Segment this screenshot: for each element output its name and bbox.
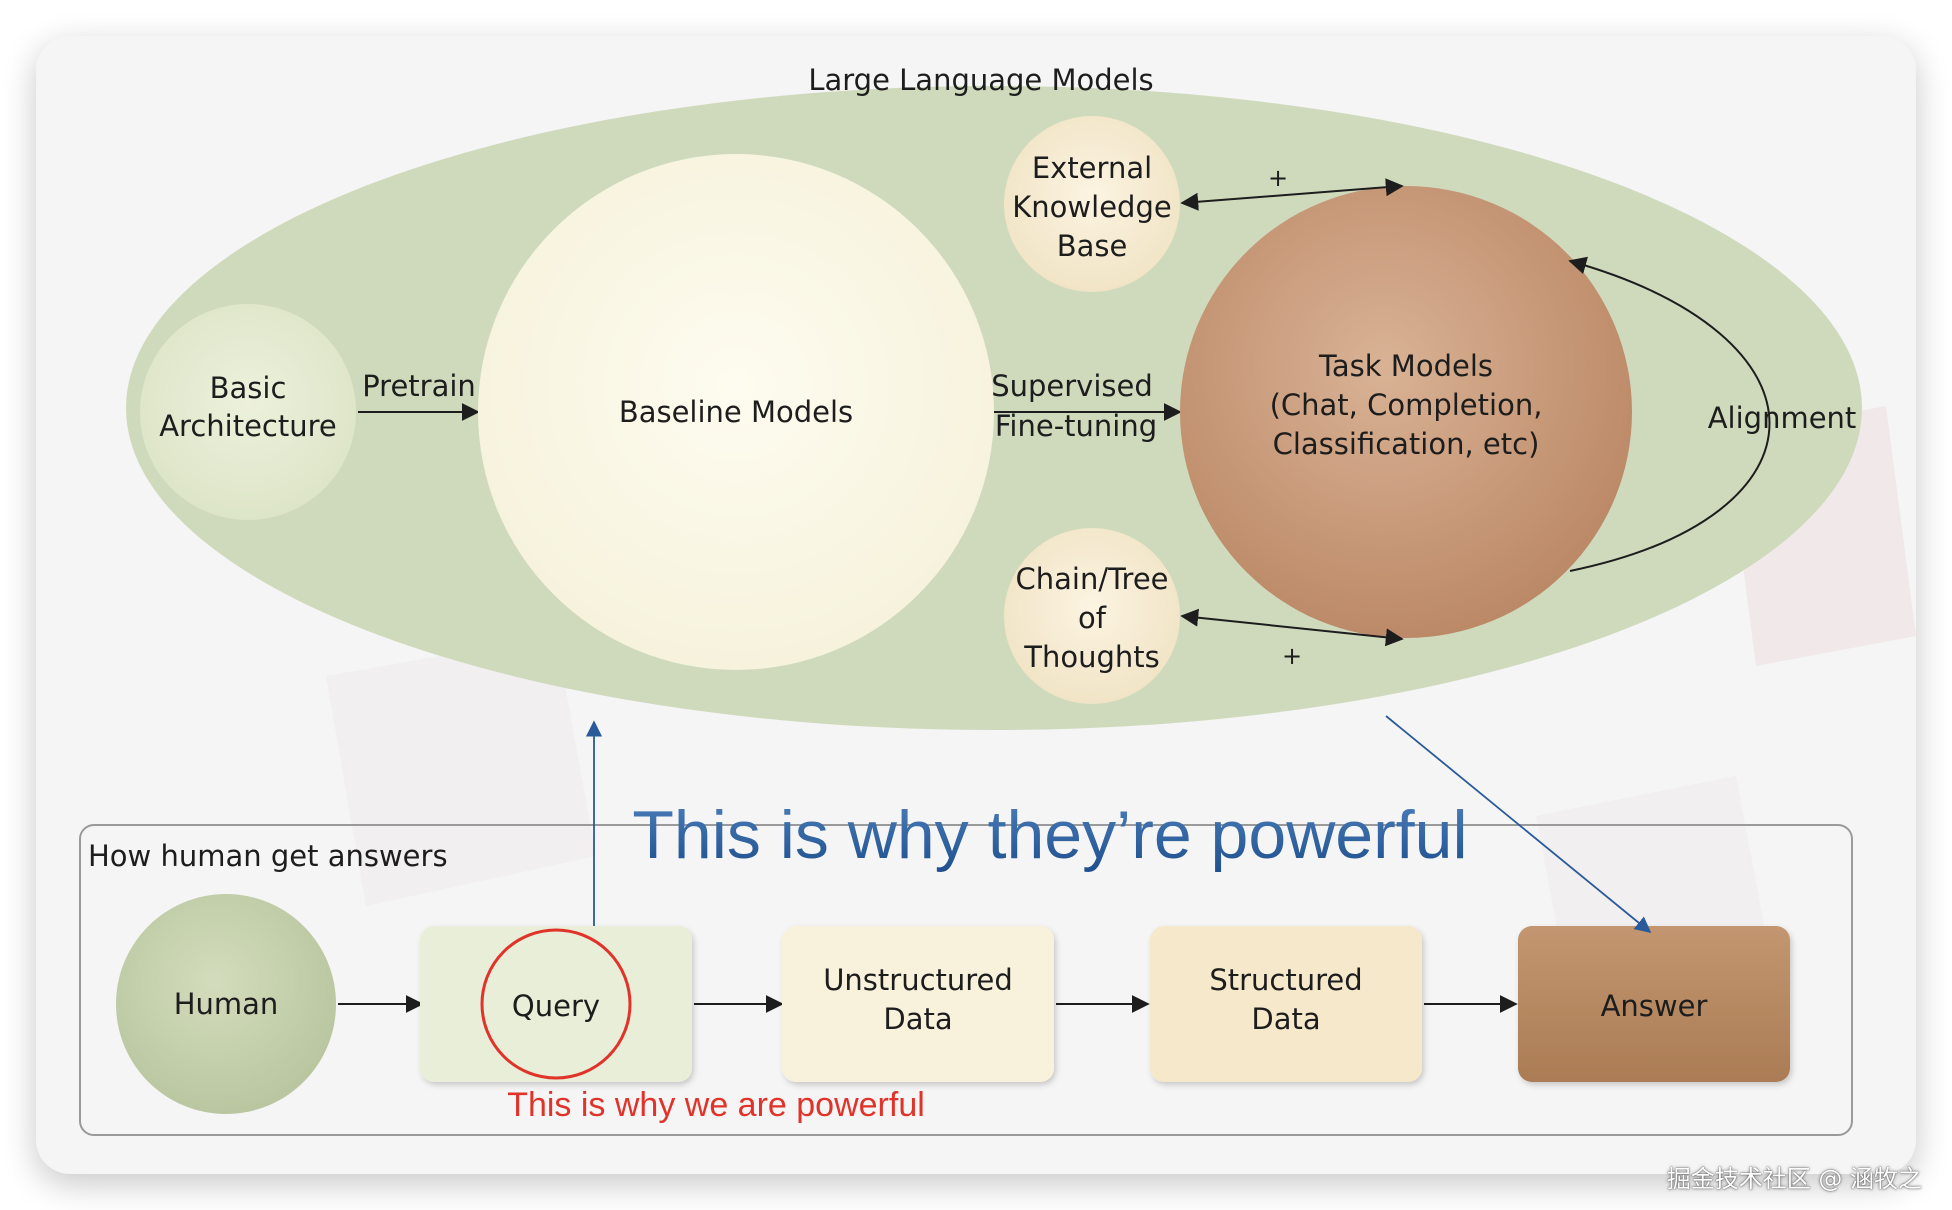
thoughts-task-double-arrow: [1180, 608, 1404, 647]
sft-label-2: Fine-tuning: [995, 409, 1157, 443]
basic-architecture-label-1: Basic: [210, 371, 287, 405]
external-knowledge-base-node: [1004, 116, 1180, 292]
plus-top: +: [1268, 164, 1288, 192]
diagram: Large Language Models Basic Architecture…: [79, 63, 1916, 1136]
task-models-label-2: (Chat, Completion,: [1270, 388, 1543, 422]
query-highlight-circle: [480, 928, 632, 1080]
chain-tree-label-3: Thoughts: [1023, 640, 1159, 674]
structured-label-1: Structured: [1209, 963, 1362, 997]
chain-tree-label-2: of: [1078, 601, 1107, 635]
chain-tree-of-thoughts-node: [1004, 528, 1180, 704]
task-models-label-3: Classification, etc): [1273, 427, 1540, 461]
sft-label-1: Supervised: [991, 369, 1153, 403]
structured-data-box: [1150, 926, 1422, 1082]
headline: This is why they’re powerful: [632, 797, 1467, 873]
kb-task-double-arrow: [1180, 178, 1404, 211]
structured-label-2: Data: [1251, 1002, 1320, 1036]
basic-architecture-node: [140, 304, 356, 520]
external-kb-label-3: Base: [1057, 229, 1128, 263]
unstructured-label-2: Data: [883, 1002, 952, 1036]
llm-to-answer-arrow: [1385, 715, 1652, 934]
external-kb-label-1: External: [1032, 151, 1152, 185]
powerful-note: This is why we are powerful: [507, 1086, 925, 1124]
baseline-models-label: Baseline Models: [619, 395, 853, 429]
answer-box: [1518, 926, 1790, 1082]
pretrain-label: Pretrain: [362, 369, 476, 403]
alignment-label: Alignment: [1708, 401, 1857, 435]
slide: Large Language Models Basic Architecture…: [36, 36, 1916, 1174]
llm-region-title: Large Language Models: [808, 63, 1153, 97]
human-label: Human: [174, 987, 279, 1021]
query-box: [420, 926, 692, 1082]
human-flow-title: How human get answers: [88, 839, 448, 873]
task-models-node: [1180, 186, 1632, 638]
human-node: [116, 894, 336, 1114]
chain-tree-label-1: Chain/Tree: [1015, 562, 1168, 596]
baseline-models-node: [478, 154, 994, 670]
unstructured-data-box: [782, 926, 1054, 1082]
query-label: Query: [512, 989, 600, 1023]
unstructured-label-1: Unstructured: [823, 963, 1013, 997]
watermark: 掘金技术社区 @ 涵牧之: [1666, 1165, 1922, 1193]
alignment-loop-arrow: [1568, 256, 1771, 572]
answer-label: Answer: [1601, 989, 1708, 1023]
external-kb-label-2: Knowledge: [1012, 190, 1171, 224]
task-models-label-1: Task Models: [1318, 349, 1493, 383]
plus-bottom: +: [1282, 642, 1302, 670]
human-flow-container: [79, 824, 1853, 1136]
basic-architecture-label-2: Architecture: [159, 409, 337, 443]
